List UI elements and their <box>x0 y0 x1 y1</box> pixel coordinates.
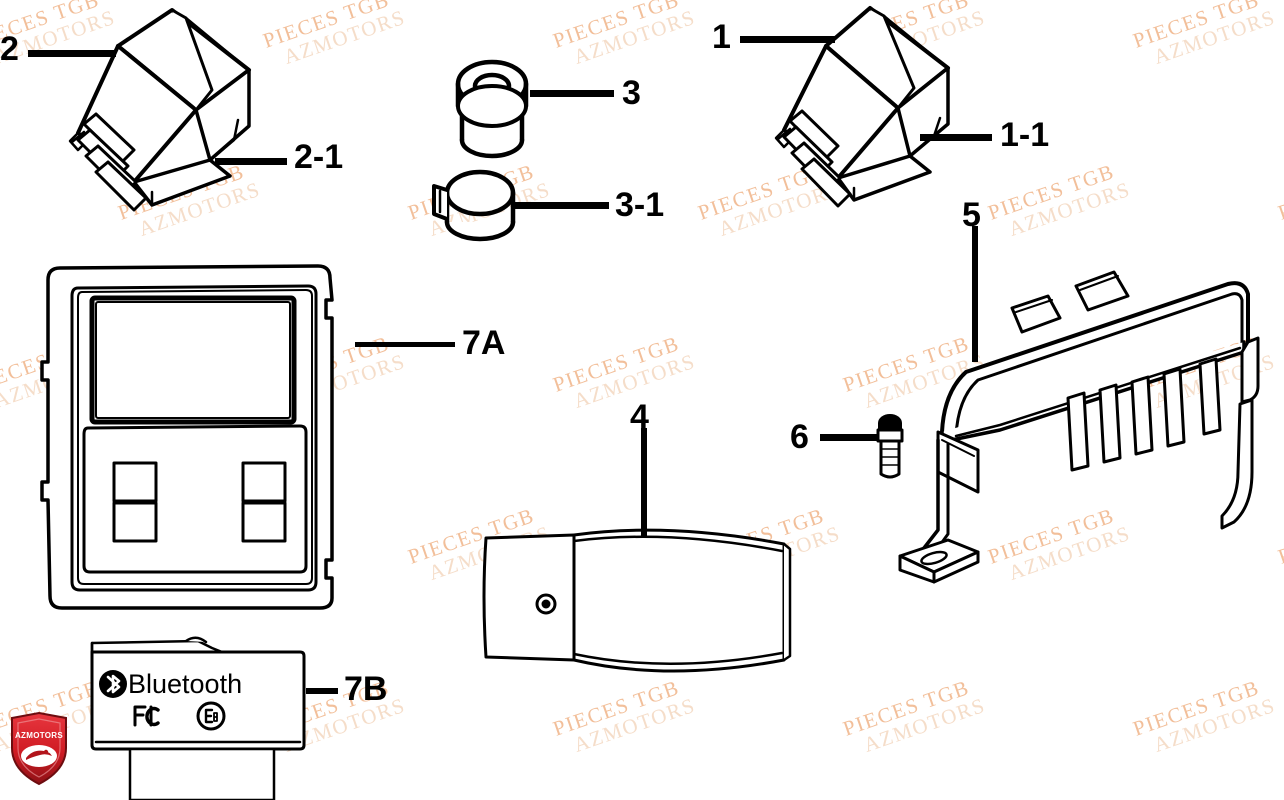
leader-line-3-1 <box>512 202 609 209</box>
callout-5: 5 <box>962 196 981 234</box>
part-grommet <box>455 59 529 159</box>
azmotors-logo: AZMOTORS <box>8 711 70 786</box>
callout-1-1: 1-1 <box>1000 116 1050 154</box>
part-display-panel <box>40 264 334 610</box>
bluetooth-brand-text: Bluetooth <box>128 669 243 699</box>
callout-7a: 7A <box>462 324 506 362</box>
part-wire-bracket <box>898 270 1260 584</box>
leader-line-2-1 <box>215 158 287 165</box>
callout-7b: 7B <box>344 670 388 708</box>
leader-line-5 <box>972 226 978 362</box>
fcc-mark-icon <box>133 705 160 727</box>
part-rubber-cap <box>432 169 516 242</box>
emark-icon <box>196 701 226 731</box>
leader-line-1-1 <box>920 134 992 141</box>
callout-3: 3 <box>622 74 641 112</box>
azmotors-logo-text: AZMOTORS <box>15 731 63 740</box>
leader-line-6 <box>820 434 878 441</box>
part-mounting-bolt <box>876 414 904 479</box>
leader-line-1 <box>740 36 835 43</box>
leader-line-2 <box>28 50 116 57</box>
part-relay-left <box>68 8 251 212</box>
callout-1: 1 <box>712 18 731 56</box>
callout-3-1: 3-1 <box>615 186 665 224</box>
part-bluetooth-label <box>90 636 306 800</box>
part-curved-cover <box>482 528 792 673</box>
callout-4: 4 <box>630 398 649 436</box>
leader-line-4 <box>641 428 647 538</box>
callout-2-1: 2-1 <box>294 138 344 176</box>
leader-line-7a <box>355 342 455 347</box>
callout-2: 2 <box>0 30 19 68</box>
callout-6: 6 <box>790 418 809 456</box>
leader-line-7b <box>306 688 338 694</box>
leader-line-3 <box>530 90 614 97</box>
bluetooth-icon-glyph <box>99 670 127 698</box>
